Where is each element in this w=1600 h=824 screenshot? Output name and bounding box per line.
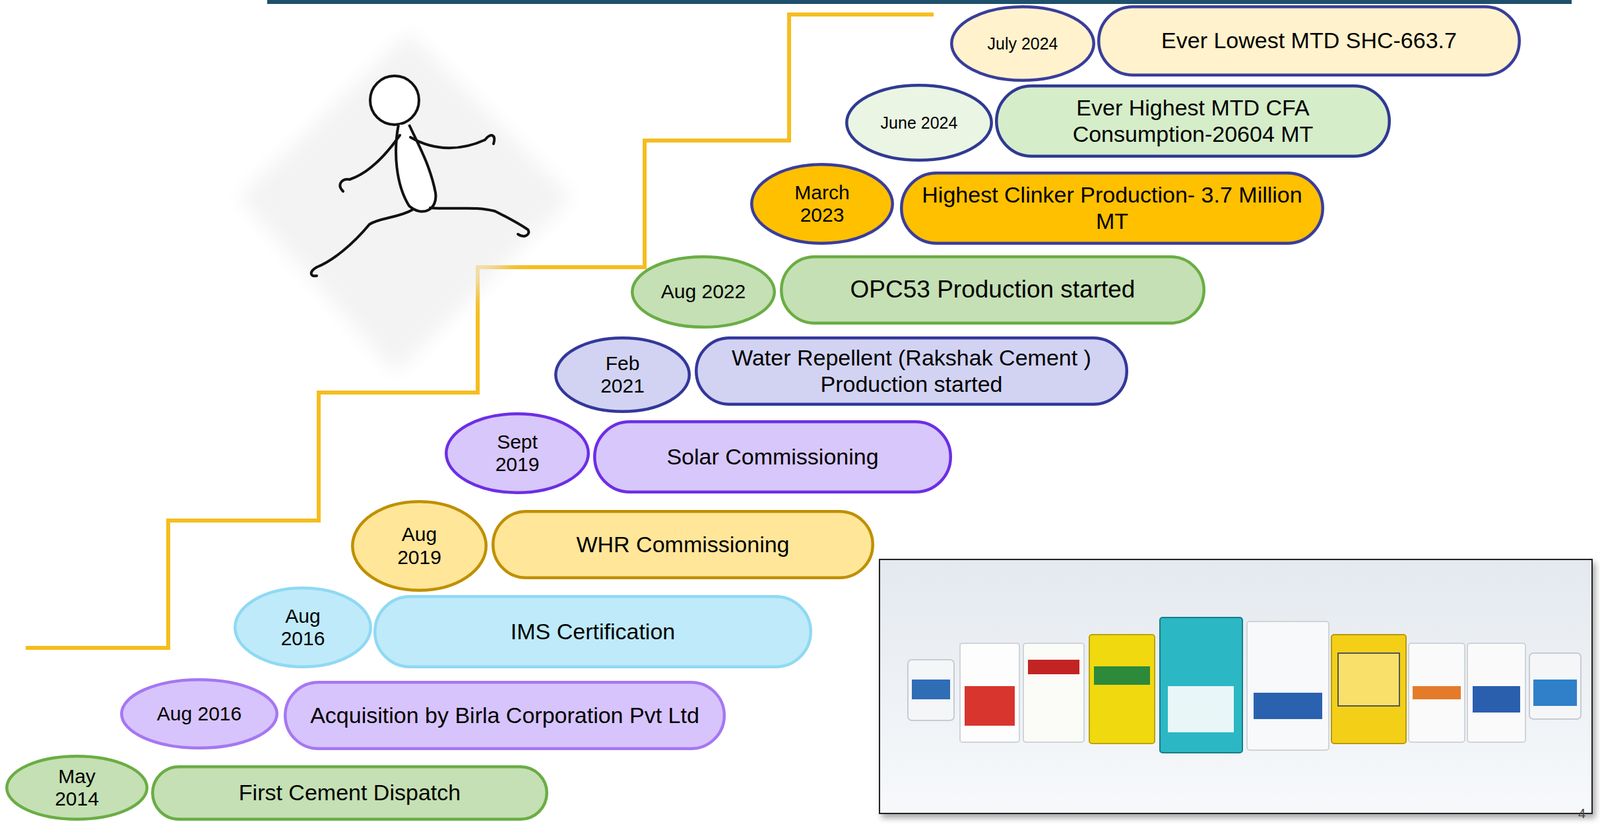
- pill-shape: [781, 256, 1205, 324]
- ellipse-shape: [446, 413, 589, 493]
- pill-shape: [901, 172, 1323, 244]
- milestone-text: Highest Clinker Production- 3.7 Million …: [918, 182, 1306, 234]
- date-text: Aug 2016: [157, 702, 242, 726]
- date-ellipse: July 2024: [950, 5, 1096, 82]
- milestone-pill: Solar Commissioning: [593, 420, 953, 494]
- ellipse-shape: [846, 85, 992, 161]
- pill-shape: [492, 511, 873, 578]
- milestone-text: Acquisition by Birla Corporation Pvt Ltd: [310, 702, 700, 729]
- pill-shape: [374, 596, 811, 668]
- date-text: Sept 2019: [473, 430, 561, 477]
- product-photo: [879, 559, 1593, 814]
- running-figure: [239, 32, 572, 373]
- milestone-pill: Acquisition by Birla Corporation Pvt Ltd: [283, 680, 726, 751]
- staircase-line: [25, 14, 934, 648]
- date-ellipse: Aug 2022: [630, 255, 776, 329]
- ellipse-shape: [234, 587, 371, 668]
- milestone-text: Ever Lowest MTD SHC-663.7: [1161, 27, 1457, 54]
- date-text: March 2023: [779, 181, 866, 227]
- date-text: Feb 2021: [581, 352, 664, 398]
- date-text: Aug 2016: [261, 605, 345, 651]
- milestone-text: Water Repellent (Rakshak Cement ) Produc…: [713, 345, 1110, 397]
- date-ellipse: Aug 2016: [233, 586, 373, 669]
- date-text: June 2024: [880, 113, 959, 133]
- date-ellipse: June 2024: [845, 83, 993, 162]
- pill-shape: [594, 421, 951, 493]
- pill-shape: [1098, 6, 1520, 76]
- milestone-pill: Highest Clinker Production- 3.7 Million …: [899, 171, 1325, 245]
- date-text: Aug 2022: [661, 280, 746, 304]
- ellipse-shape: [121, 679, 278, 749]
- date-ellipse: Feb 2021: [554, 336, 691, 414]
- milestone-pill: WHR Commissioning: [491, 510, 875, 580]
- ellipse-shape: [555, 337, 690, 412]
- ellipse-shape: [632, 256, 775, 328]
- milestone-text: WHR Commissioning: [576, 531, 790, 558]
- date-ellipse: Aug 2019: [351, 500, 488, 592]
- pill-shape: [152, 766, 547, 820]
- date-ellipse: Aug 2016: [120, 678, 279, 750]
- date-ellipse: May 2014: [5, 754, 149, 821]
- pill-shape: [285, 682, 725, 749]
- milestone-text: IMS Certification: [510, 618, 675, 645]
- date-ellipse: Sept 2019: [444, 412, 590, 495]
- milestone-pill: First Cement Dispatch: [151, 765, 549, 821]
- pill-shape: [996, 85, 1390, 157]
- milestone-pill: IMS Certification: [373, 595, 813, 669]
- ellipse-shape: [352, 501, 487, 591]
- milestone-text: Solar Commissioning: [666, 444, 879, 470]
- ellipse-shape: [751, 164, 893, 244]
- page-number: 4: [1578, 806, 1586, 822]
- milestone-pill: Ever Lowest MTD SHC-663.7: [1097, 5, 1521, 77]
- date-text: May 2014: [34, 765, 121, 811]
- date-text: Aug 2019: [378, 523, 461, 569]
- milestone-text: First Cement Dispatch: [238, 779, 461, 806]
- milestone-pill: OPC53 Production started: [779, 255, 1206, 325]
- pill-shape: [696, 337, 1127, 405]
- ellipse-shape: [951, 6, 1094, 81]
- date-text: July 2024: [987, 34, 1058, 54]
- top-bar: [267, 0, 1572, 4]
- milestone-pill: Water Repellent (Rakshak Cement ) Produc…: [694, 336, 1129, 406]
- ellipse-shape: [6, 756, 148, 820]
- milestone-text: Ever Highest MTD CFA Consumption-20604 M…: [1013, 95, 1373, 147]
- milestone-pill: Ever Highest MTD CFA Consumption-20604 M…: [994, 84, 1391, 158]
- date-ellipse: March 2023: [750, 162, 895, 245]
- milestone-text: OPC53 Production started: [850, 275, 1136, 305]
